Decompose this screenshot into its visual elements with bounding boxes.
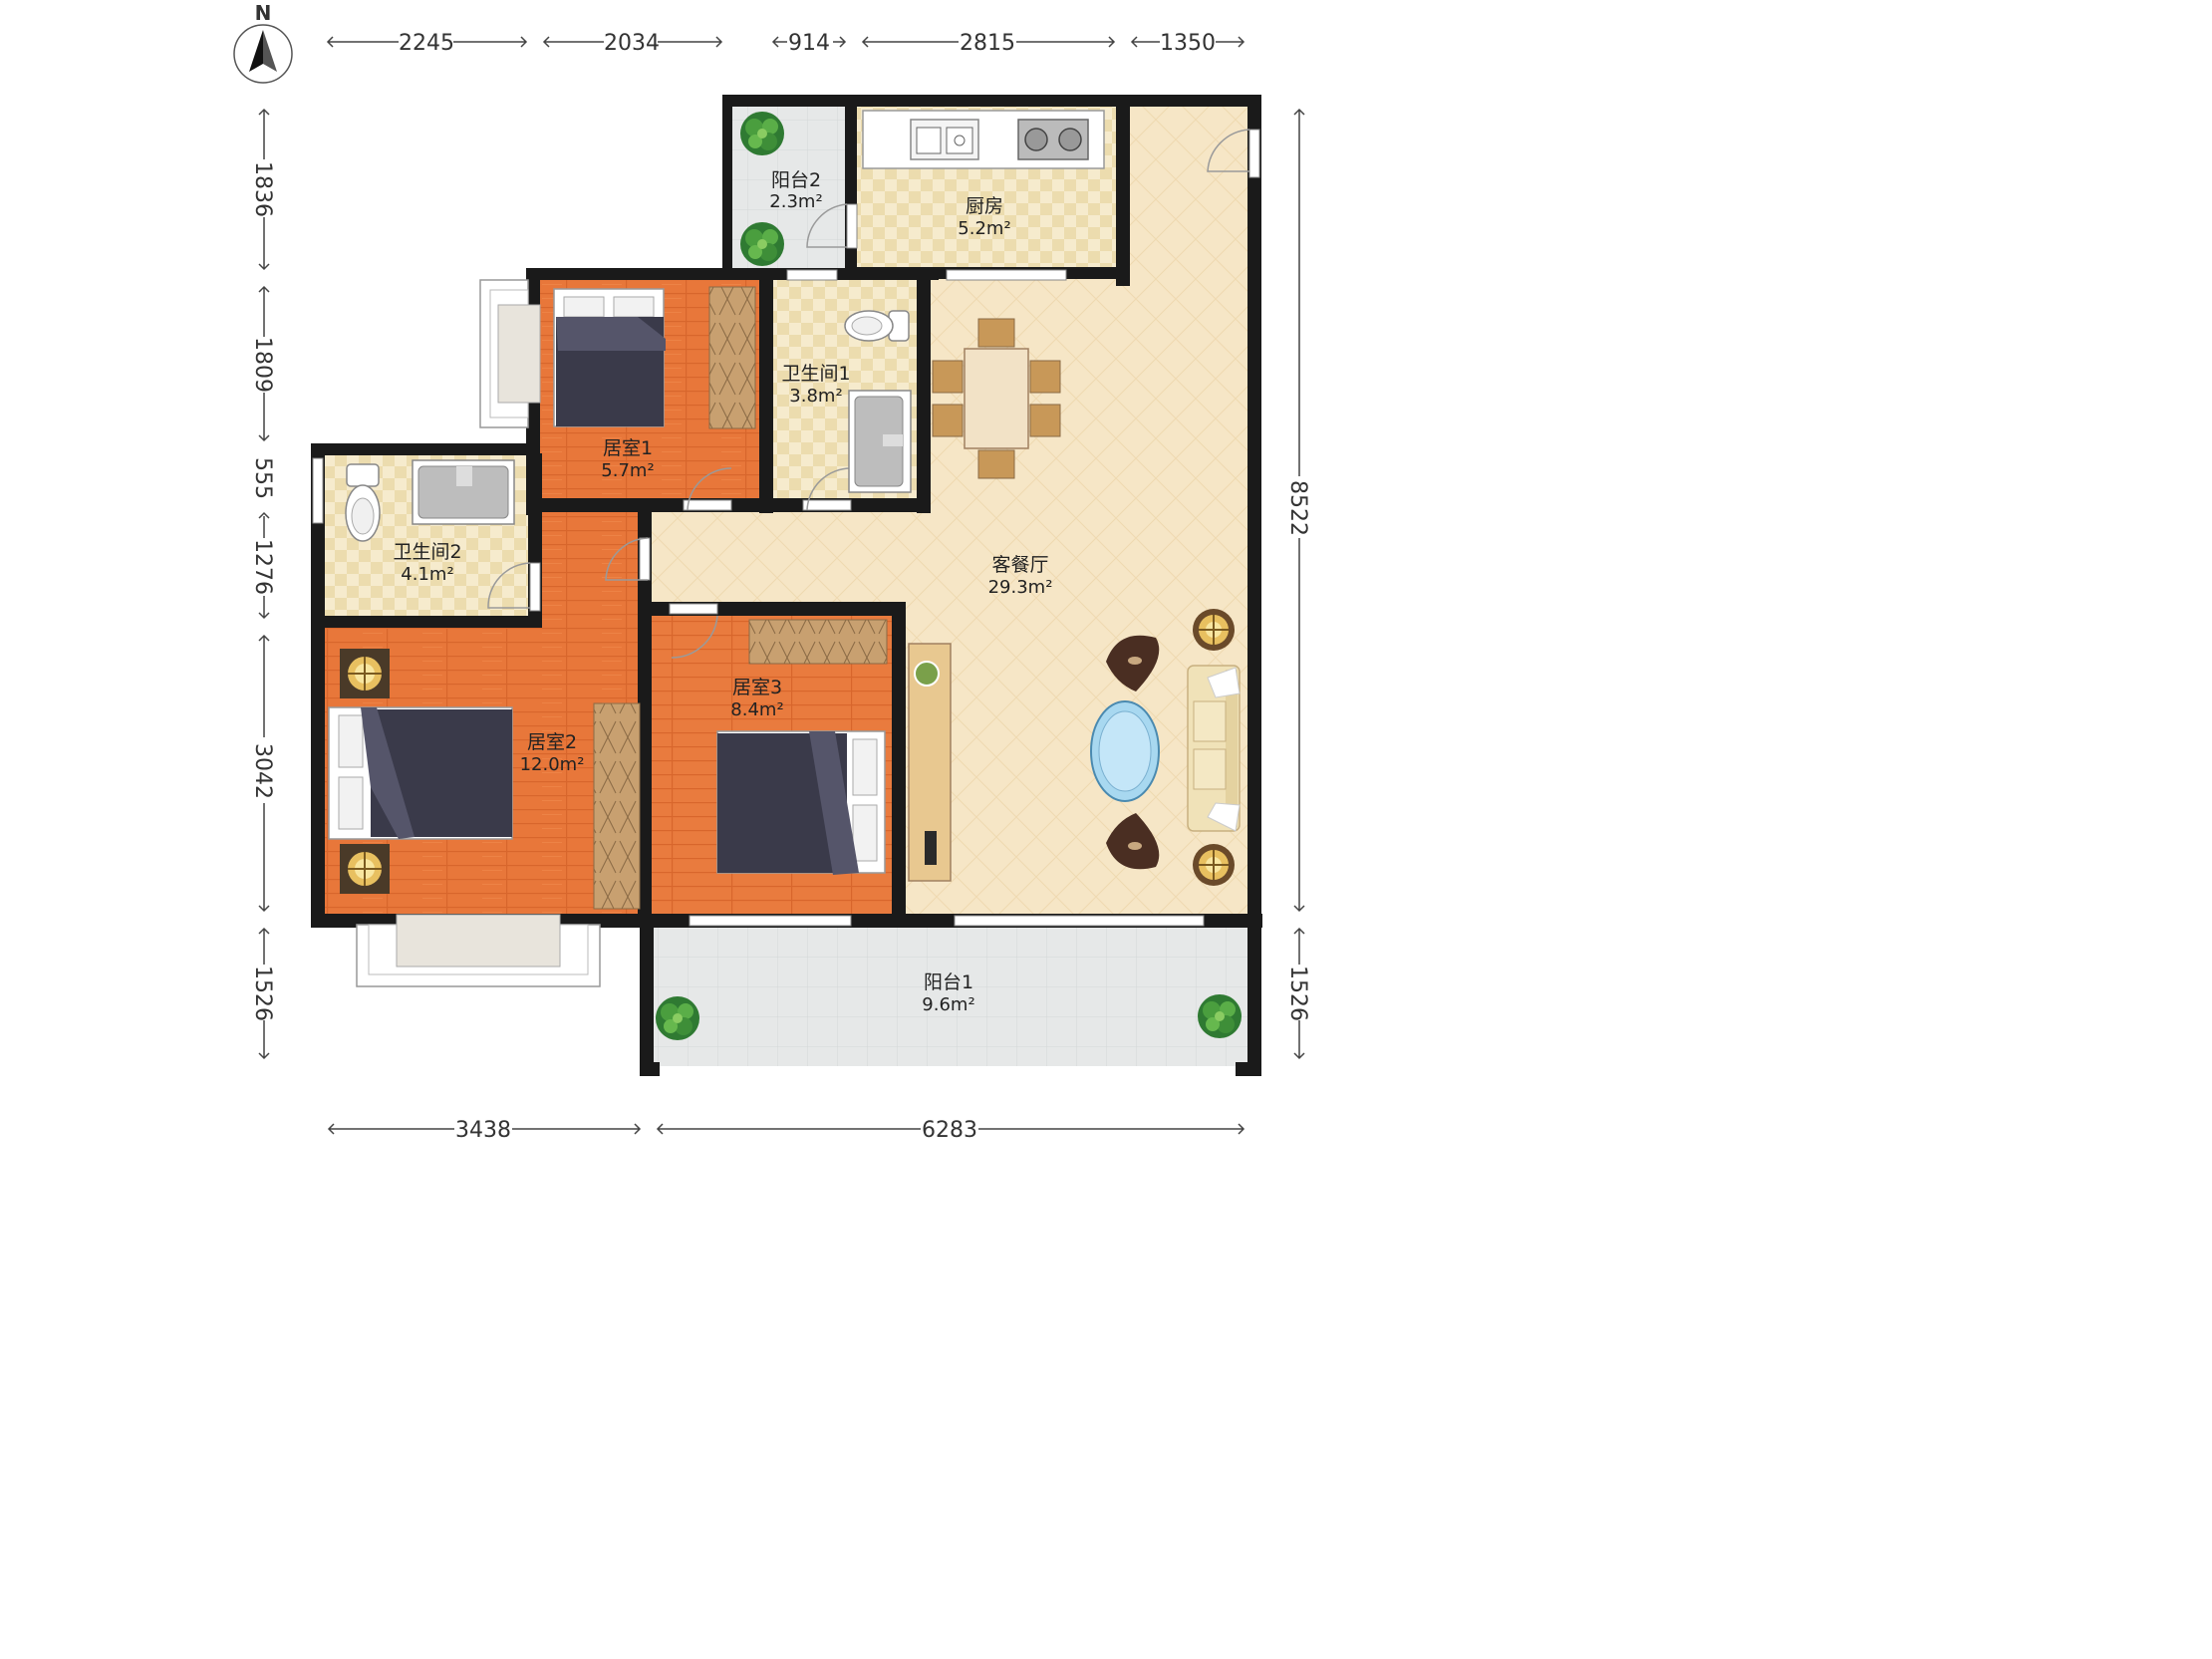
room-name: 居室3 bbox=[732, 677, 782, 698]
balcony1-floor bbox=[648, 925, 1251, 1066]
room-name: 阳台2 bbox=[771, 169, 821, 191]
bedroom2-wardrobe bbox=[593, 702, 641, 910]
bedroom1-wardrobe bbox=[708, 286, 756, 429]
dimension-label: 2815 bbox=[960, 31, 1015, 56]
dimension-label: 8522 bbox=[1285, 480, 1310, 536]
compass: N bbox=[233, 1, 293, 84]
dimension-label: 3042 bbox=[250, 743, 275, 799]
plant-icon bbox=[740, 112, 784, 155]
lamp-icon bbox=[1192, 608, 1236, 652]
plant-icon bbox=[1198, 994, 1242, 1038]
room-name: 居室2 bbox=[527, 731, 577, 753]
compass-north-label: N bbox=[255, 1, 272, 25]
dimension-labels: 2245 2034 914 2815 1350 1836 1809 555 12… bbox=[250, 31, 1310, 1143]
dimension-label: 1350 bbox=[1160, 31, 1216, 56]
dimension-label: 1276 bbox=[250, 539, 275, 595]
room-area: 2.3m² bbox=[769, 191, 822, 212]
room-name: 阳台1 bbox=[924, 971, 973, 993]
lamp-icon bbox=[339, 648, 391, 699]
north-arrow-icon bbox=[249, 30, 277, 72]
room-labels: 阳台2 2.3m² 厨房 5.2m² 居室1 5.7m² 卫生间1 3.8m² … bbox=[393, 169, 1052, 1015]
bay-window-bedroom2 bbox=[356, 914, 601, 987]
dimension-label: 1836 bbox=[250, 161, 275, 217]
dimension-label: 3438 bbox=[455, 1118, 511, 1143]
bedroom1-bed bbox=[553, 288, 666, 427]
room-name: 客餐厅 bbox=[991, 554, 1048, 576]
room-name: 厨房 bbox=[966, 195, 1003, 217]
bedroom3-wardrobe bbox=[748, 619, 888, 665]
room-name: 卫生间1 bbox=[781, 363, 850, 385]
dimension-label: 6283 bbox=[922, 1118, 977, 1143]
living-floor bbox=[648, 103, 1251, 917]
dimension-label: 1526 bbox=[250, 966, 275, 1021]
dimension-label: 2245 bbox=[399, 31, 454, 56]
room-area: 5.2m² bbox=[958, 218, 1010, 239]
tv-cabinet bbox=[908, 643, 952, 882]
room-area: 8.4m² bbox=[730, 699, 783, 720]
bathroom1-toilet bbox=[844, 310, 910, 342]
bathroom1-bathtub bbox=[848, 390, 912, 493]
room-area: 12.0m² bbox=[520, 754, 585, 775]
room-area: 3.8m² bbox=[789, 386, 842, 407]
dimension-lines bbox=[258, 36, 1305, 1135]
bedroom3-bed bbox=[716, 730, 886, 875]
lamp-icon bbox=[1192, 843, 1236, 887]
bathroom2-toilet bbox=[345, 463, 381, 542]
room-area: 29.3m² bbox=[988, 577, 1053, 598]
dimension-label: 1526 bbox=[1285, 966, 1310, 1021]
plant-icon bbox=[656, 996, 699, 1040]
dimension-label: 914 bbox=[788, 31, 830, 56]
bay-window-bedroom1 bbox=[479, 279, 541, 428]
room-name: 居室1 bbox=[603, 437, 653, 459]
room-area: 9.6m² bbox=[922, 994, 974, 1015]
dimension-label: 1809 bbox=[250, 337, 275, 393]
bedroom2-bed bbox=[328, 706, 513, 840]
plant-icon bbox=[740, 222, 784, 266]
room-area: 5.7m² bbox=[601, 460, 654, 481]
living-seating bbox=[1090, 635, 1160, 870]
dining-set bbox=[932, 318, 1061, 479]
doors bbox=[487, 129, 1250, 659]
floor-plan: 阳台2 2.3m² 厨房 5.2m² 居室1 5.7m² 卫生间1 3.8m² … bbox=[233, 1, 1310, 1143]
windows bbox=[312, 129, 1260, 927]
dimension-label: 2034 bbox=[604, 31, 660, 56]
dimension-label: 555 bbox=[250, 457, 275, 499]
bathroom2-bathtub bbox=[412, 459, 515, 525]
room-name: 卫生间2 bbox=[393, 541, 461, 563]
lamp-icon bbox=[339, 843, 391, 895]
room-area: 4.1m² bbox=[401, 564, 453, 585]
sofa bbox=[1187, 665, 1241, 832]
kitchen-counter bbox=[862, 110, 1105, 169]
